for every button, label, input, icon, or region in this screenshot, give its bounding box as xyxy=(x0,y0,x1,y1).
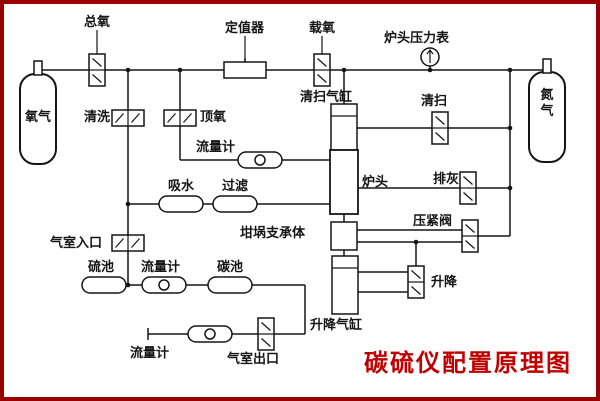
label-lift-cylinder: 升降气缸 xyxy=(310,318,363,333)
sweep-cylinder-symbol xyxy=(330,103,358,151)
label-top-oxygen: 顶氧 xyxy=(200,110,227,125)
ash-discharge-valve-symbol xyxy=(459,171,477,205)
label-lift: 升降 xyxy=(431,275,458,290)
total-oxygen-valve-symbol xyxy=(88,53,106,87)
label-sulfur-cell: 硫池 xyxy=(88,260,115,275)
nitrogen-cylinder-symbol xyxy=(528,58,566,163)
label-purge: 清洗 xyxy=(84,110,111,125)
label-flow-meter-bottom: 流量计 xyxy=(130,346,170,361)
crucible-support-symbol xyxy=(330,221,358,251)
label-carbon-cell: 碳池 xyxy=(217,260,244,275)
label-water-absorber: 吸水 xyxy=(168,179,195,194)
carbon-cell-symbol xyxy=(207,276,253,294)
regulator-symbol xyxy=(223,58,267,79)
furnace-pressure-gauge-symbol xyxy=(420,47,440,67)
label-sweep-cylinder: 清扫气缸 xyxy=(300,90,353,105)
furnace-head-symbol xyxy=(329,149,359,215)
flow-meter-bottom-symbol xyxy=(187,325,233,343)
press-valve-symbol xyxy=(461,219,479,253)
label-nitrogen-cylinder: 氮气 xyxy=(540,88,554,119)
top-oxygen-valve-symbol xyxy=(163,109,197,127)
label-regulator: 定值器 xyxy=(225,21,265,36)
label-press-valve: 压紧阀 xyxy=(413,214,453,229)
label-gas-chamber-outlet: 气室出口 xyxy=(227,352,280,367)
label-furnace-head: 炉头 xyxy=(362,175,389,190)
label-total-oxygen: 总氧 xyxy=(84,15,111,30)
oxygen-cylinder-symbol xyxy=(19,60,57,165)
junction-dots xyxy=(125,67,513,288)
carrier-oxygen-valve-symbol xyxy=(313,53,331,87)
label-flow-meter-top: 流量计 xyxy=(196,140,236,155)
lift-valve-symbol xyxy=(407,265,425,299)
label-gas-chamber-inlet: 气室入口 xyxy=(50,236,103,251)
flow-meter-top-symbol xyxy=(237,151,283,169)
label-furnace-pressure-gauge: 炉头压力表 xyxy=(384,31,450,46)
label-leader-lines xyxy=(96,30,323,62)
filter-symbol xyxy=(212,195,258,213)
gas-chamber-inlet-valve-symbol xyxy=(111,234,145,252)
label-sweep: 清扫 xyxy=(421,94,448,109)
label-carrier-oxygen: 载氧 xyxy=(309,21,336,36)
label-crucible-support: 坩埚支承体 xyxy=(240,226,306,241)
sweep-valve-symbol xyxy=(431,111,449,145)
purge-valve-symbol xyxy=(111,109,145,127)
diagram-title: 碳硫仪配置原理图 xyxy=(364,349,572,377)
gas-chamber-outlet-valve-symbol xyxy=(257,317,275,351)
label-flow-meter-mid: 流量计 xyxy=(141,260,181,275)
sulfur-cell-symbol xyxy=(81,276,127,294)
water-absorber-symbol xyxy=(158,195,204,213)
flow-meter-mid-symbol xyxy=(141,276,187,294)
label-filter: 过滤 xyxy=(222,179,249,194)
label-oxygen-cylinder: 氧气 xyxy=(25,110,52,125)
lift-cylinder-symbol xyxy=(331,255,359,315)
label-ash-discharge: 排灰 xyxy=(433,172,460,187)
